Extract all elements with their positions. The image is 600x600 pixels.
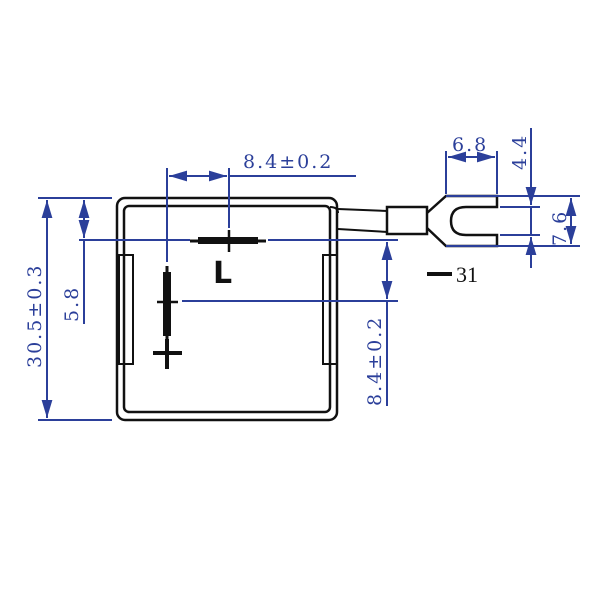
dim-terminal-width: 7.6 — [549, 210, 571, 246]
body-marking-l: L — [213, 256, 232, 291]
dim-terminal-length: 6.8 — [452, 134, 488, 156]
right-side-clip — [322, 254, 338, 365]
left-side-clip — [118, 254, 134, 365]
component-body — [115, 196, 339, 422]
part-callout-31: 31 — [456, 262, 478, 287]
crimp-sleeve — [385, 205, 429, 236]
dim-terminal-slot: 4.4 — [509, 134, 531, 170]
fork-terminal — [426, 194, 499, 248]
dimension-lines — [38, 128, 580, 421]
horizontal-mark — [190, 230, 266, 252]
plus-mark — [153, 339, 182, 369]
dim-vertical-mark-offset: 8.4±0.2 — [364, 316, 386, 406]
body-inner-outline — [122, 204, 332, 414]
lead-wires — [329, 206, 389, 233]
dim-top-offset: 5.8 — [61, 286, 83, 322]
dim-horizontal-mark-offset: 8.4±0.2 — [243, 151, 333, 173]
dim-overall-height: 30.5±0.3 — [24, 264, 46, 368]
body-outer-outline — [115, 196, 339, 422]
vertical-mark — [157, 266, 178, 342]
